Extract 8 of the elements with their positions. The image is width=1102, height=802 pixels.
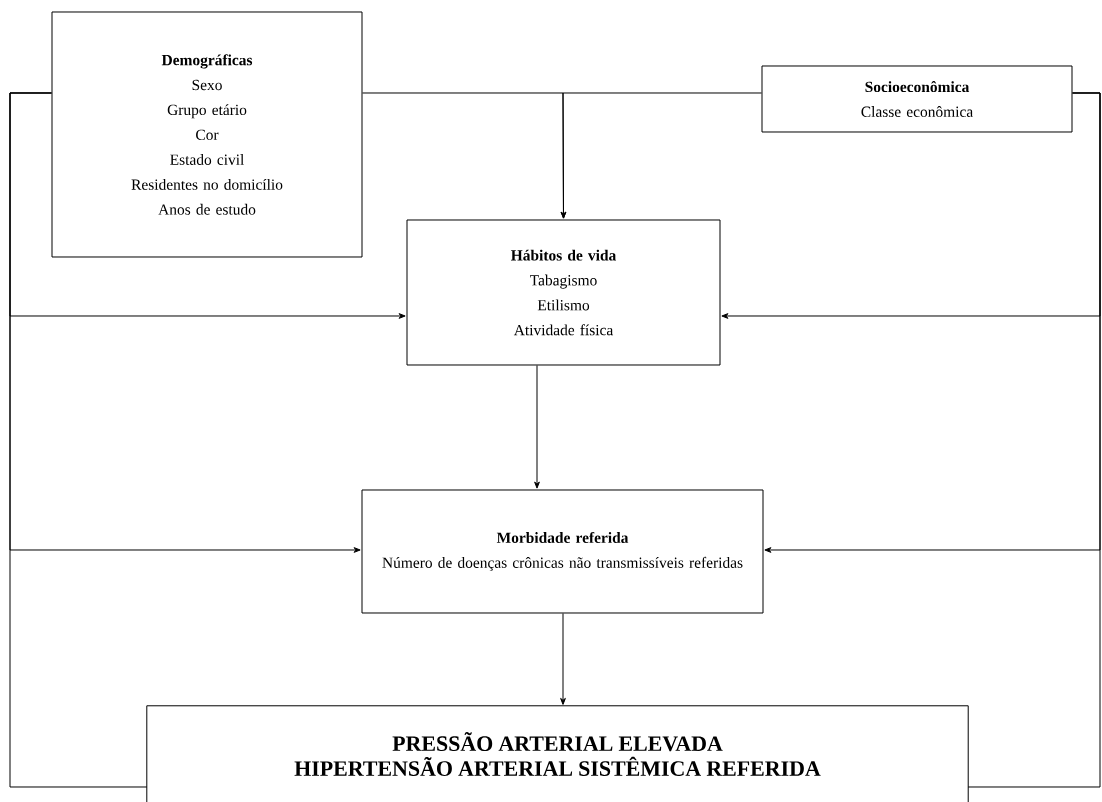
- category-box: Demográficas Sexo Grupo etário Cor Estado civil Residentes no domicílio Anos de estudo: [51, 11, 363, 258]
- category-box: Morbidade referida Número de doenças crônicas não transmissíveis referidas: [361, 489, 764, 614]
- outcome-box: PRESSÃO ARTERIAL ELEVADA HIPERTENSÃO ARTERIAL SISTÊMICA REFERIDA: [146, 705, 969, 802]
- arrow: [560, 92, 762, 219]
- category-box: Socioeconômica Classe econômica: [761, 65, 1073, 133]
- arrow: [534, 365, 540, 489]
- category-box: Hábitos de vida Tabagismo Etilismo Atividade física: [406, 219, 721, 366]
- arrow: [560, 613, 566, 705]
